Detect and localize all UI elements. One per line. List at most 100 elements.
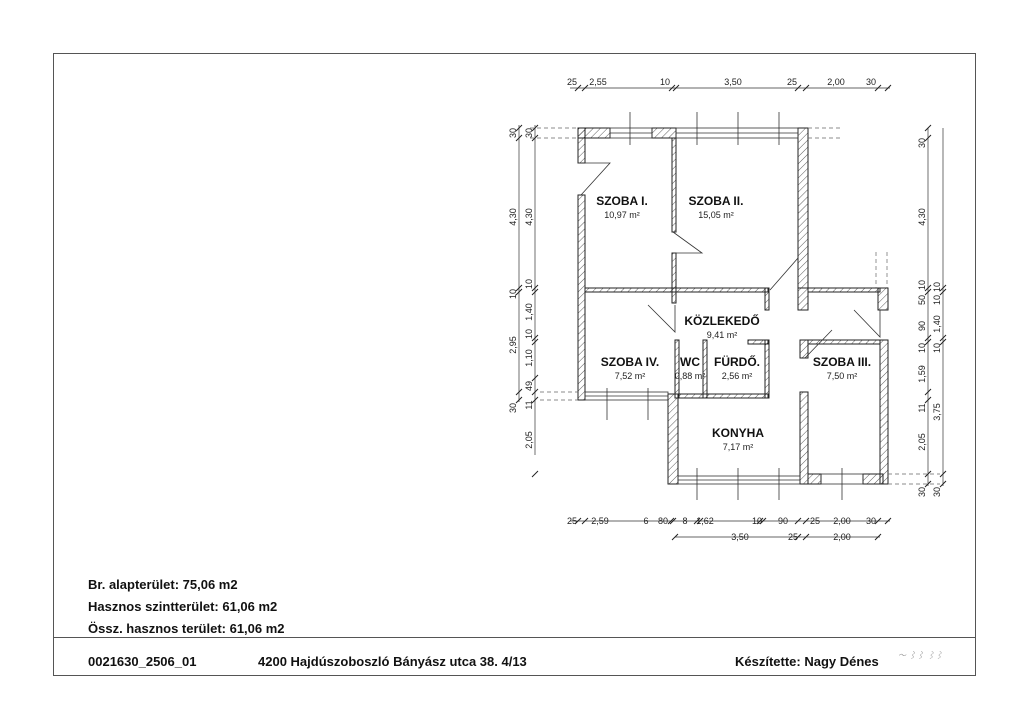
dimension-tick bbox=[924, 396, 932, 404]
wall bbox=[702, 339, 708, 399]
dimension-tick bbox=[515, 388, 523, 396]
wall bbox=[671, 252, 677, 304]
dimension-tick bbox=[939, 334, 947, 342]
dimension-label: 3,50 bbox=[731, 532, 749, 542]
author: Készítette: Nagy Dénes bbox=[735, 654, 879, 669]
dimension-label: 80 bbox=[658, 516, 668, 526]
wall bbox=[764, 287, 770, 311]
wall bbox=[577, 127, 611, 139]
dimension-label: 10 bbox=[932, 343, 942, 353]
wall bbox=[807, 473, 822, 485]
room-area: 7,50 m² bbox=[827, 371, 858, 381]
wall bbox=[862, 473, 884, 485]
dimension-label: 10 bbox=[932, 295, 942, 305]
dimension-tick bbox=[515, 134, 523, 142]
total-usable-area: Össz. hasznos terület: 61,06 m2 bbox=[88, 621, 285, 636]
dimension-tick bbox=[581, 84, 589, 92]
dimension-tick bbox=[924, 470, 932, 478]
room-area: 15,05 m² bbox=[698, 210, 734, 220]
room-name: SZOBA IV. bbox=[601, 355, 659, 369]
dimension-label: 4,30 bbox=[508, 208, 518, 226]
dimension-label: 30 bbox=[866, 516, 876, 526]
dimension-label: 8 bbox=[682, 516, 687, 526]
dimension-tick bbox=[531, 388, 539, 396]
room-name: KONYHA bbox=[712, 426, 764, 440]
dimension-label: 25 bbox=[567, 77, 577, 87]
dimension-label: 2,05 bbox=[524, 431, 534, 449]
dimension-tick bbox=[802, 533, 810, 541]
dimension-label: 2,00 bbox=[833, 516, 851, 526]
room-area: 9,41 m² bbox=[707, 330, 738, 340]
dimension-tick bbox=[924, 284, 932, 292]
dimension-tick bbox=[531, 374, 539, 382]
dimension-label: 2,00 bbox=[827, 77, 845, 87]
wall bbox=[797, 287, 809, 311]
dimension-tick bbox=[531, 396, 539, 404]
dimension-label: 10 bbox=[524, 279, 534, 289]
dimension-label: 1,40 bbox=[932, 315, 942, 333]
room-name: FÜRDŐ. bbox=[714, 354, 760, 369]
dimension-label: 25 bbox=[788, 532, 798, 542]
dimension-label: 90 bbox=[778, 516, 788, 526]
dimension-tick bbox=[802, 517, 810, 525]
dimension-label: 10 bbox=[917, 280, 927, 290]
address: 4200 Hajdúszoboszló Bányász utca 38. 4/1… bbox=[258, 654, 527, 669]
dimension-tick bbox=[531, 124, 539, 132]
usable-floor-area: Hasznos szintterület: 61,06 m2 bbox=[88, 599, 278, 614]
dimension-tick bbox=[924, 288, 932, 296]
dimension-tick bbox=[531, 338, 539, 346]
wall bbox=[807, 287, 881, 293]
dimension-label: 30 bbox=[508, 403, 518, 413]
dimension-tick bbox=[794, 84, 802, 92]
dimension-label: 10 bbox=[917, 343, 927, 353]
wall bbox=[584, 287, 769, 293]
wall bbox=[577, 194, 586, 401]
dimension-tick bbox=[669, 517, 677, 525]
dimension-label: 49 bbox=[524, 381, 534, 391]
dimension-tick bbox=[667, 517, 675, 525]
dimension-label: 10 bbox=[752, 516, 762, 526]
door-swings bbox=[578, 162, 881, 359]
dimension-label: 1,40 bbox=[524, 303, 534, 321]
dimension-tick bbox=[939, 470, 947, 478]
dimension-tick bbox=[671, 533, 679, 541]
windows bbox=[584, 112, 864, 500]
dimension-label: 25 bbox=[787, 77, 797, 87]
dimension-tick bbox=[884, 84, 892, 92]
footer-divider bbox=[53, 637, 976, 638]
room-area: 10,97 m² bbox=[604, 210, 640, 220]
dimension-label: 11 bbox=[917, 403, 927, 412]
dimension-label: 6 bbox=[643, 516, 648, 526]
dimension-label: 10 bbox=[932, 282, 942, 292]
room-area: 7,17 m² bbox=[723, 442, 754, 452]
room-area: 7,52 m² bbox=[615, 371, 646, 381]
dimension-label: 2,55 bbox=[589, 77, 607, 87]
dimension-label: 30 bbox=[508, 128, 518, 138]
dimension-tick bbox=[574, 84, 582, 92]
dimension-tick bbox=[794, 517, 802, 525]
dimension-label: 1,62 bbox=[696, 516, 714, 526]
dimension-tick bbox=[924, 388, 932, 396]
wall bbox=[797, 127, 809, 289]
dimension-label: 2,59 bbox=[591, 516, 609, 526]
dimension-tick bbox=[924, 124, 932, 132]
dimension-tick bbox=[515, 288, 523, 296]
dimension-tick bbox=[759, 517, 767, 525]
dimension-tick bbox=[515, 124, 523, 132]
guide-lines bbox=[530, 127, 940, 485]
dimension-label: 10 bbox=[508, 289, 518, 299]
wall bbox=[799, 391, 809, 485]
room-name: SZOBA III. bbox=[813, 355, 871, 369]
walls bbox=[577, 127, 889, 485]
dimension-label: 25 bbox=[567, 516, 577, 526]
dimension-tick bbox=[802, 84, 810, 92]
dimension-label: 2,00 bbox=[833, 532, 851, 542]
dimension-tick bbox=[574, 517, 582, 525]
dimension-label: 50 bbox=[917, 295, 927, 305]
wall bbox=[651, 127, 677, 139]
wall bbox=[671, 137, 677, 233]
dimension-tick bbox=[924, 338, 932, 346]
